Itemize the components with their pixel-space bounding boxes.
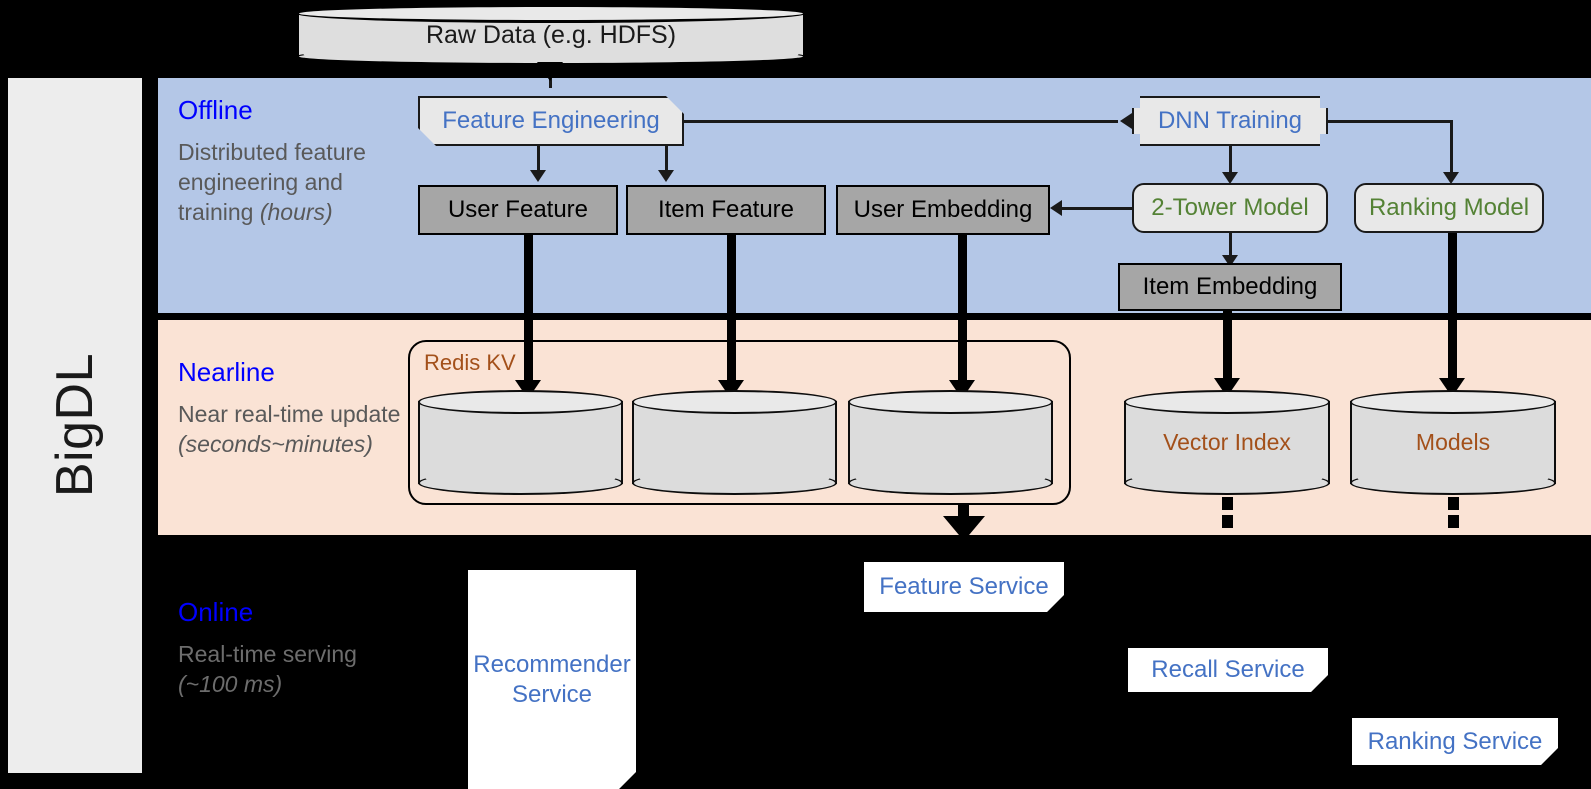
store-user-feature[interactable] — [418, 390, 623, 495]
redis-kv-container — [408, 340, 1071, 505]
node-user-embedding[interactable]: User Embedding — [836, 185, 1050, 235]
service-ranking-label: Ranking Service — [1367, 727, 1543, 755]
arrowhead-fe-itemfeature — [658, 170, 674, 182]
arrowhead-dnn-ranking — [1443, 172, 1459, 184]
stage-title-nearline: Nearline — [178, 357, 275, 387]
store-item-feature-label — [632, 390, 837, 495]
stage-heading-nearline: Nearline Near real-time update (seconds~… — [178, 358, 408, 459]
service-feature[interactable]: Feature Service — [864, 562, 1064, 612]
node-item-embedding[interactable]: Item Embedding — [1118, 263, 1342, 311]
store-vector-index-label: Vector Index — [1163, 429, 1291, 455]
store-vector-index[interactable]: Vector Index — [1124, 390, 1330, 495]
cylinder-bottom — [1350, 471, 1556, 495]
stage-desc-offline-text: Distributed feature engineering and trai… — [178, 138, 366, 226]
arrowhead-fe-userfeature — [530, 170, 546, 182]
stage-desc-online-text: Real-time serving — [178, 640, 357, 667]
stem-redis-featureservice — [958, 505, 969, 518]
cylinder-bottom — [1124, 471, 1330, 495]
pipe-userembedding-kv — [958, 235, 967, 385]
node-ranking-model[interactable]: Ranking Model — [1354, 183, 1544, 233]
store-user-embedding-label — [848, 390, 1053, 495]
bigdl-text: BigDL — [46, 353, 104, 498]
stage-title-offline: Offline — [178, 95, 253, 125]
arrowhead-rawdata-fe — [537, 62, 563, 81]
stage-heading-online: Online Real-time serving (~100 ms) — [178, 598, 408, 699]
cylinder-top — [418, 390, 623, 414]
connector-fe-userfeature — [537, 146, 540, 172]
service-recommender-label: Recommender Service — [473, 650, 631, 708]
pipe-itemembedding-vectorindex — [1223, 311, 1232, 383]
store-user-embedding[interactable] — [848, 390, 1053, 495]
stage-title-online: Online — [178, 597, 254, 627]
node-dnn-training[interactable]: DNN Training — [1132, 96, 1328, 146]
stage-desc-online: Real-time serving (~100 ms) — [178, 639, 408, 700]
cylinder-bottom — [848, 471, 1053, 495]
node-user-feature[interactable]: User Feature — [418, 185, 618, 235]
node-item-feature[interactable]: Item Feature — [626, 185, 826, 235]
service-feature-label: Feature Service — [879, 573, 1049, 600]
service-recall[interactable]: Recall Service — [1128, 648, 1328, 692]
arrowhead-fe-dnn — [1120, 113, 1132, 129]
node-feature-engineering[interactable]: Feature Engineering — [418, 96, 684, 146]
pipe-userfeature-kv — [524, 235, 533, 385]
arrowhead-dnn-twotower — [1222, 172, 1238, 184]
redis-kv-label: Redis KV — [424, 350, 516, 375]
cylinder-top — [296, 4, 806, 23]
stem-vectorindex-b — [1222, 515, 1233, 528]
stage-desc-offline-em: (hours) — [259, 199, 333, 226]
stage-desc-online-em: (~100 ms) — [178, 670, 283, 697]
connector-fe-itemfeature — [665, 146, 668, 172]
raw-data-label: Raw Data (e.g. HDFS) — [425, 20, 677, 49]
stage-desc-nearline-text: Near real-time update — [178, 400, 401, 427]
cylinder-bottom — [418, 471, 623, 495]
stage-heading-offline: Offline Distributed feature engineering … — [178, 96, 408, 228]
connector-dnn-ranking-h — [1328, 120, 1452, 123]
connector-twotower-userembedding — [1062, 207, 1132, 210]
arrowhead-twotower-userembedding — [1050, 200, 1062, 216]
service-recommender[interactable]: Recommender Service — [468, 570, 636, 789]
service-recall-label: Recall Service — [1151, 656, 1305, 683]
stem-models-b — [1448, 515, 1459, 528]
store-models[interactable]: Models — [1350, 390, 1556, 495]
pipe-rankingmodel-models — [1448, 233, 1457, 383]
cylinder-top — [1350, 390, 1556, 414]
store-item-feature[interactable] — [632, 390, 837, 495]
stage-desc-nearline: Near real-time update (seconds~minutes) — [178, 399, 408, 460]
store-user-feature-label — [418, 390, 623, 495]
connector-twotower-itemembedding — [1229, 233, 1232, 257]
connector-dnn-twotower — [1229, 146, 1232, 174]
cylinder-top — [632, 390, 837, 414]
connector-fe-dnn — [684, 120, 1118, 123]
arrowhead-redis-featureservice — [943, 516, 985, 541]
cylinder-top — [848, 390, 1053, 414]
node-two-tower-model[interactable]: 2-Tower Model — [1132, 183, 1328, 233]
service-ranking[interactable]: Ranking Service — [1352, 718, 1558, 765]
raw-data-cylinder: Raw Data (e.g. HDFS) — [296, 4, 806, 66]
stage-desc-offline: Distributed feature engineering and trai… — [178, 137, 408, 228]
stage-desc-nearline-em: (seconds~minutes) — [178, 430, 373, 457]
connector-dnn-ranking-v — [1450, 120, 1453, 174]
cylinder-top — [1124, 390, 1330, 414]
stem-vectorindex-a — [1222, 497, 1233, 510]
store-models-label: Models — [1415, 429, 1491, 455]
cylinder-bottom — [632, 471, 837, 495]
pipe-itemfeature-kv — [727, 235, 736, 385]
bigdl-label: BigDL — [8, 78, 142, 773]
stem-models-a — [1448, 497, 1459, 510]
bigdl-sidebar: BigDL — [8, 78, 142, 773]
